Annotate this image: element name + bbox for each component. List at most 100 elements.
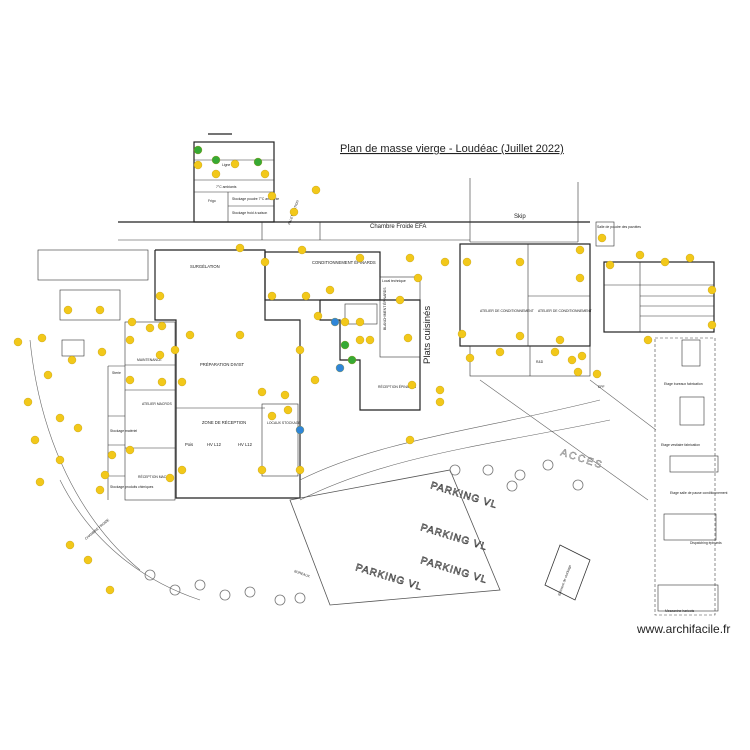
marker-dot: [313, 311, 323, 321]
marker-dot: [340, 317, 350, 327]
marker-dot: [550, 347, 560, 357]
marker-dot: [685, 253, 695, 263]
marker-dot: [295, 425, 305, 435]
marker-layer: [13, 145, 717, 606]
label-skip: Skip: [514, 214, 526, 220]
marker-dot: [335, 363, 345, 373]
marker-dot: [635, 250, 645, 260]
main-building: SURGÉLATION CONDITIONNEMENT ÉPINARDS PRÉ…: [107, 249, 381, 501]
label-ligne1: Ligne 1: [222, 163, 233, 167]
label-zone-reception: ZONE DE RÉCEPTION: [202, 420, 246, 425]
label-reception-epinards: RÉCEPTION ÉPINARDS: [378, 384, 417, 389]
marker-dot: [707, 320, 717, 330]
marker-dot: [555, 335, 565, 345]
marker-dot: [643, 335, 653, 345]
tree-icon: [542, 459, 554, 471]
marker-dot: [605, 260, 615, 270]
label-local-technique: Local technique: [382, 279, 406, 283]
marker-dot: [660, 257, 670, 267]
marker-dot: [107, 450, 117, 460]
tree-icon: [274, 594, 286, 606]
label-epf: EPF: [598, 385, 605, 389]
label-batiment-stockage: Bâtiment de stockage: [557, 564, 572, 596]
marker-dot: [405, 253, 415, 263]
marker-dot: [257, 465, 267, 475]
label-hv2: HV L12: [238, 442, 253, 447]
label-stockage-poudre: Stockage poudre 7°C ambiante: [232, 197, 279, 201]
marker-dot: [177, 465, 187, 475]
label-maintenance: MAINTENANCE: [137, 358, 162, 362]
legend-etage-vestiaire: Etage vestiaire fabrication: [661, 443, 700, 447]
marker-dot: [280, 390, 290, 400]
label-atelier-macros: ATELIER MACROS: [142, 402, 172, 406]
marker-dot: [83, 555, 93, 565]
marker-dot: [73, 423, 83, 433]
marker-dot: [235, 243, 245, 253]
marker-dot: [235, 330, 245, 340]
label-pois: Pois: [185, 442, 193, 447]
tree-icon: [144, 569, 156, 581]
tree-icon: [294, 592, 306, 604]
marker-dot: [295, 345, 305, 355]
label-stockage-froid: Stockage froid à saison: [232, 211, 267, 215]
marker-dot: [347, 355, 357, 365]
far-right-block: Salle de poudre des pavottes: [595, 221, 715, 333]
marker-dot: [573, 367, 583, 377]
conditionnement-block: ATELIER DE CONDITIONNEMENT ATELIER DE CO…: [459, 243, 592, 377]
tree-icon: [244, 586, 256, 598]
label-surgelation: SURGÉLATION: [190, 264, 220, 269]
label-conditionnement-epinards: CONDITIONNEMENT ÉPINARDS: [312, 260, 376, 265]
marker-dot: [253, 157, 263, 167]
marker-dot: [23, 397, 33, 407]
legend-etage-pause: Etage salle de pause conditionnement: [670, 491, 728, 495]
tree-icon: [572, 479, 584, 491]
marker-dot: [403, 333, 413, 343]
marker-dot: [495, 347, 505, 357]
marker-dot: [355, 317, 365, 327]
marker-dot: [125, 335, 135, 345]
label-parking-1: PARKING VL: [429, 480, 498, 511]
label-atelier-cond-2: ATELIER DE CONDITIONNEMENT: [538, 309, 592, 313]
marker-dot: [295, 465, 305, 475]
label-parking-3: PARKING VL: [419, 555, 488, 586]
roads-parking: PARKING VL PARKING VL PARKING VL PARKING…: [29, 339, 657, 606]
marker-dot: [567, 355, 577, 365]
watermark: www.archifacile.fr: [637, 622, 731, 636]
marker-dot: [100, 470, 110, 480]
marker-dot: [67, 355, 77, 365]
label-sterie: Sterie: [112, 371, 121, 375]
marker-dot: [260, 257, 270, 267]
marker-dot: [30, 435, 40, 445]
label-ambiants: 7°C ambiants: [216, 185, 237, 189]
marker-dot: [435, 385, 445, 395]
marker-dot: [170, 345, 180, 355]
legend-panel: Etage bureaux fabrication Etage vestiair…: [654, 337, 728, 616]
marker-dot: [185, 330, 195, 340]
marker-dot: [325, 285, 335, 295]
marker-dot: [515, 331, 525, 341]
marker-dot: [597, 233, 607, 243]
label-chambre-froide: Chambre Froide EFA: [370, 224, 426, 230]
marker-dot: [97, 347, 107, 357]
label-salle-poudre: Salle de poudre des pavottes: [597, 225, 641, 229]
tree-icon: [194, 579, 206, 591]
marker-dot: [289, 207, 299, 217]
tree-icon: [506, 480, 518, 492]
marker-dot: [257, 387, 267, 397]
marker-dot: [95, 485, 105, 495]
marker-dot: [311, 185, 321, 195]
marker-dot: [193, 145, 203, 155]
marker-dot: [465, 353, 475, 363]
marker-dot: [177, 377, 187, 387]
marker-dot: [230, 159, 240, 169]
marker-dot: [267, 411, 277, 421]
label-preparation: PRÉPARATION DIVIST: [200, 362, 244, 367]
legend-etage-bureaux: Etage bureaux fabrication: [664, 382, 703, 386]
marker-dot: [43, 370, 53, 380]
marker-dot: [105, 585, 115, 595]
marker-dot: [577, 351, 587, 361]
marker-dot: [145, 323, 155, 333]
label-reception-macros: RÉCEPTION MACROS: [138, 474, 174, 479]
marker-dot: [63, 305, 73, 315]
